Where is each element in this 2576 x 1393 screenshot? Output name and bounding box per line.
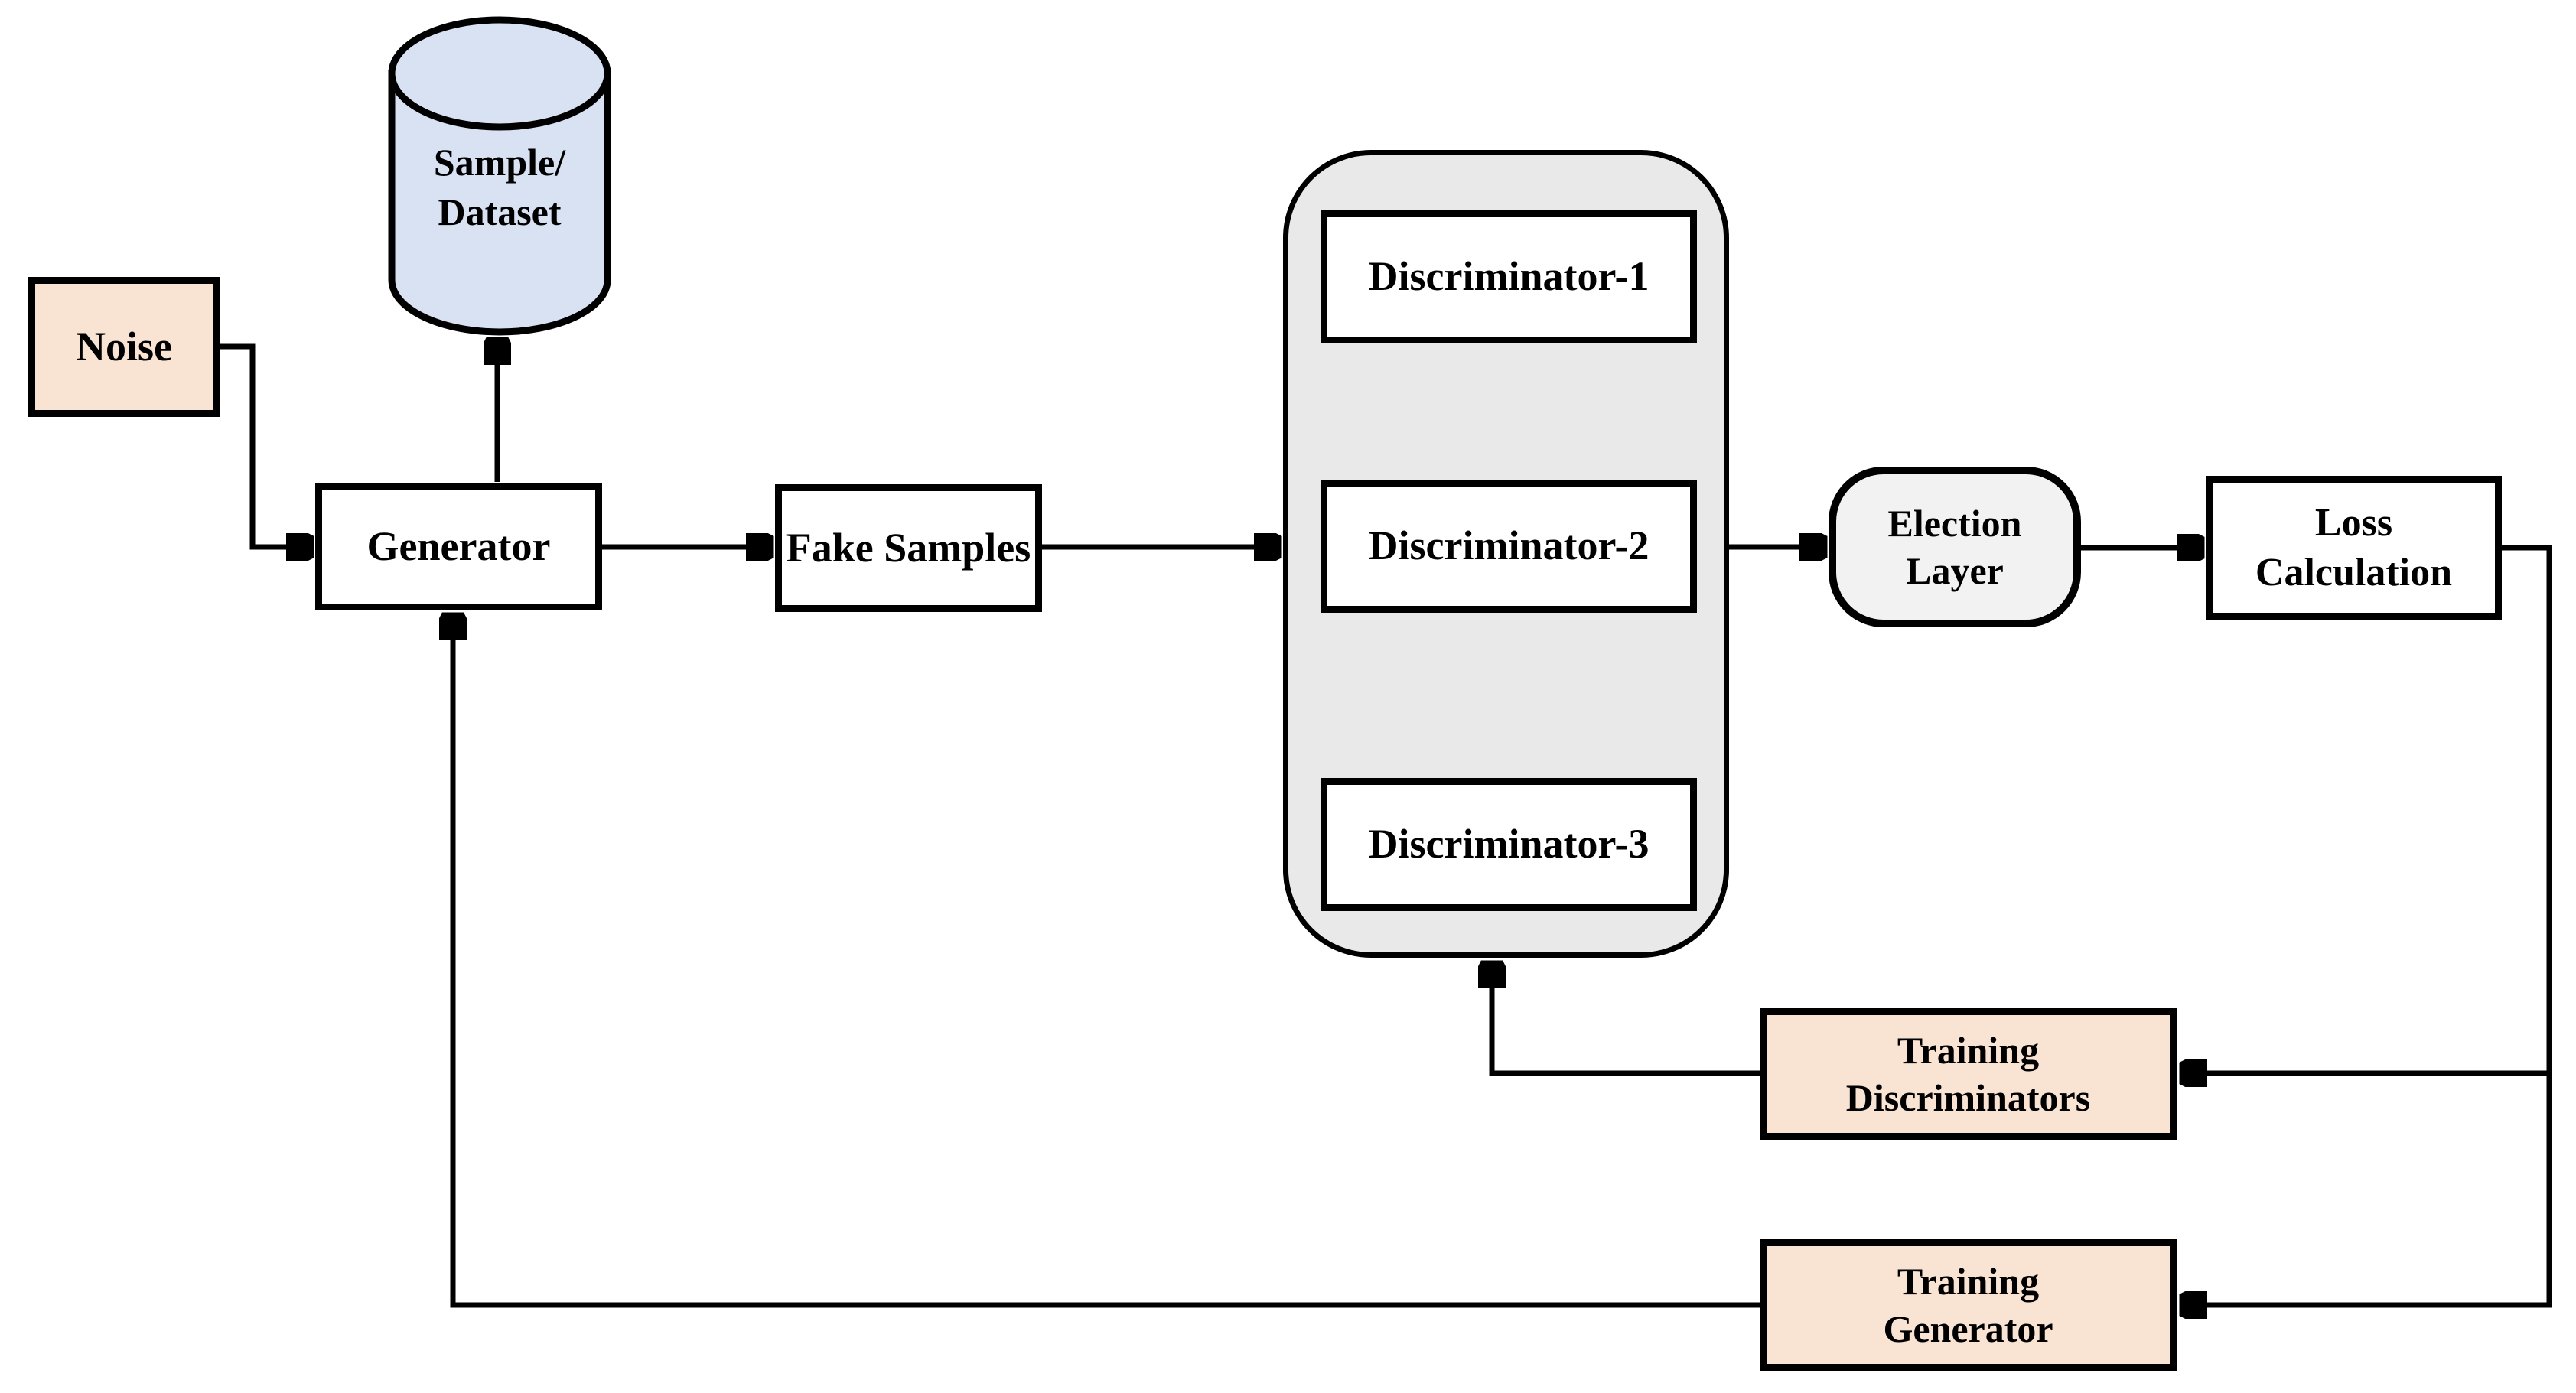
- discriminator-3-label: Discriminator-3: [1368, 821, 1649, 867]
- fake-samples-label: Fake Samples: [786, 524, 1031, 571]
- discriminator-1-box: Discriminator-1: [1321, 210, 1697, 343]
- dataset-cylinder-icon: [388, 16, 611, 336]
- noise-label: Noise: [76, 323, 172, 369]
- training-discriminators-box: Training Discriminators: [1760, 1008, 2177, 1140]
- training-discriminators-line2: Discriminators: [1845, 1076, 2091, 1119]
- discriminator-2-label: Discriminator-2: [1368, 522, 1649, 569]
- training-generator-line1: Training: [1897, 1259, 2040, 1303]
- election-layer-line1: Election: [1887, 501, 2022, 545]
- edge-loss-to-training-generator: [2185, 545, 2552, 1305]
- loss-calculation-line2: Calculation: [2255, 551, 2453, 594]
- training-discriminators-line1: Training: [1897, 1028, 2040, 1072]
- discriminator-group: Discriminator-1 Discriminator-2 Discrimi…: [1283, 150, 1729, 958]
- edge-training-discriminators-to-group: [1492, 966, 1760, 1076]
- edge-noise-to-generator: [220, 343, 308, 547]
- election-layer-line2: Layer: [1906, 549, 2004, 592]
- discriminator-2-box: Discriminator-2: [1321, 480, 1697, 613]
- loss-calculation-line1: Loss: [2314, 501, 2393, 545]
- generator-label: Generator: [366, 523, 551, 570]
- loss-calculation-box: Loss Calculation: [2206, 476, 2502, 620]
- noise-box: Noise: [28, 277, 220, 417]
- dataset-label-line1: Sample/: [433, 141, 566, 184]
- fake-samples-box: Fake Samples: [775, 484, 1042, 612]
- generator-box: Generator: [315, 483, 602, 610]
- discriminator-1-label: Discriminator-1: [1368, 253, 1649, 300]
- training-generator-line2: Generator: [1883, 1307, 2053, 1350]
- dataset-label-line2: Dataset: [438, 190, 562, 233]
- discriminator-3-box: Discriminator-3: [1321, 778, 1697, 911]
- election-layer-box: Election Layer: [1829, 467, 2081, 627]
- dataset-cylinder-label: Sample/ Dataset: [384, 138, 615, 237]
- training-generator-box: Training Generator: [1760, 1239, 2177, 1371]
